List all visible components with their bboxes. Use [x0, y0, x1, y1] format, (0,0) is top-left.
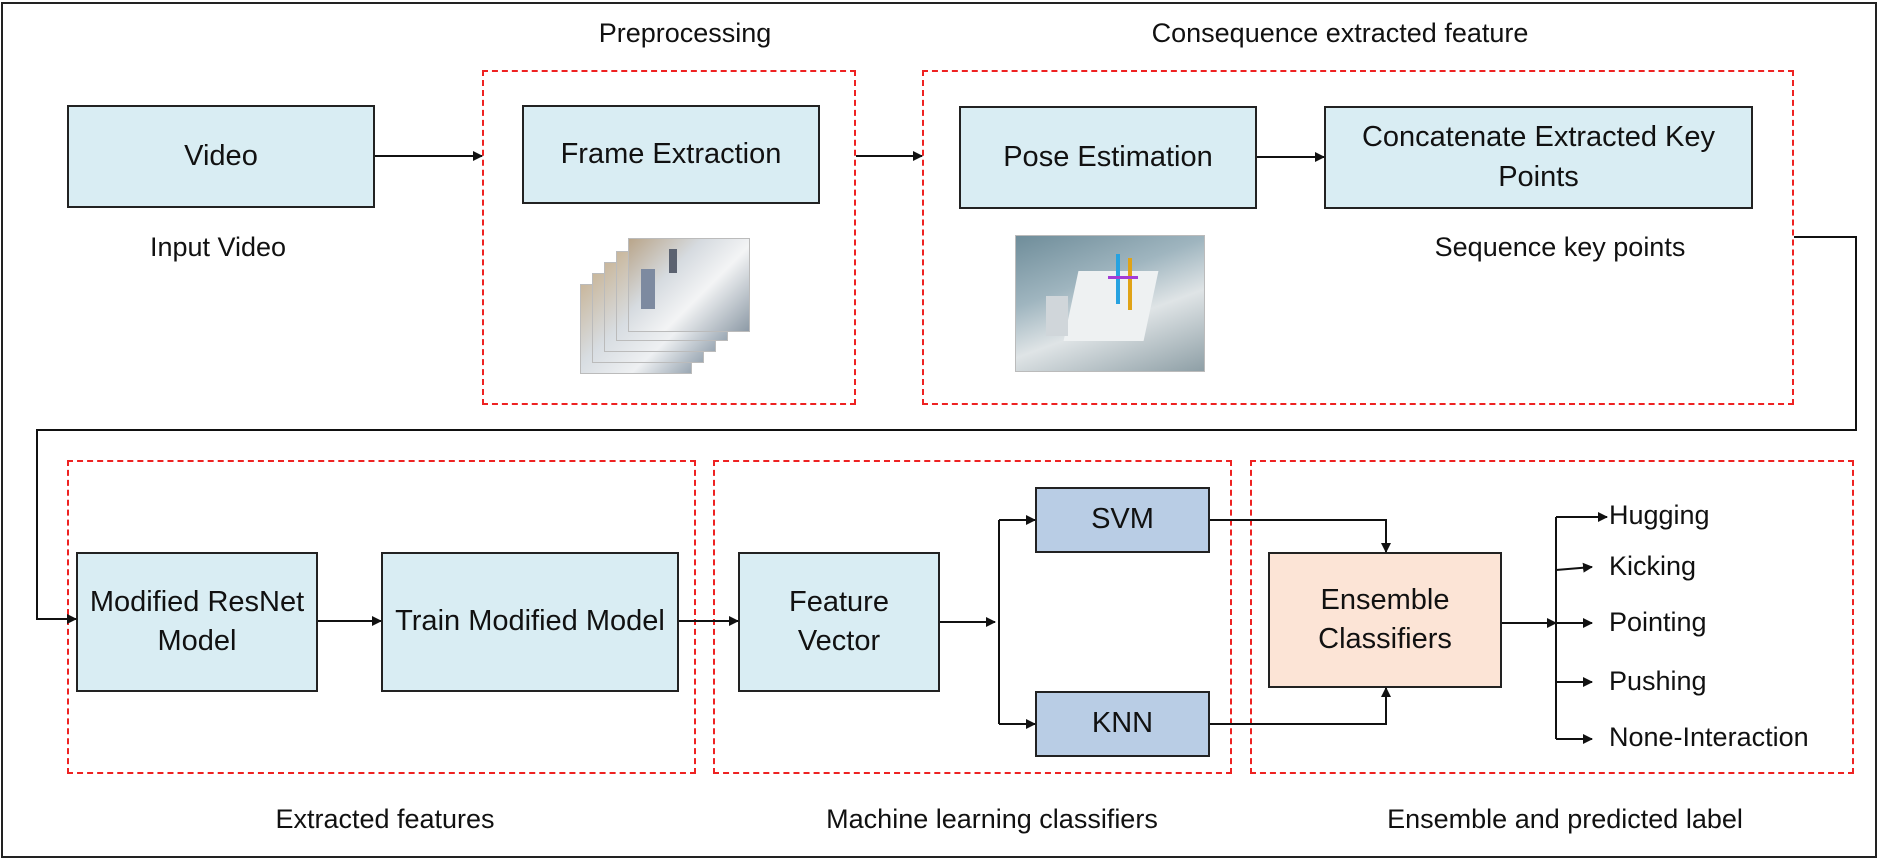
feature-vector-box: Feature Vector — [738, 552, 940, 692]
input-video-caption: Input Video — [149, 232, 287, 262]
video-box: Video — [67, 105, 375, 208]
output-hugging: Hugging — [1609, 500, 1710, 530]
output-none-interaction: None-Interaction — [1609, 722, 1809, 752]
svm-box: SVM — [1035, 487, 1210, 553]
output-pointing: Pointing — [1609, 607, 1707, 637]
ensemble-label-title: Ensemble and predicted label — [1387, 804, 1743, 834]
output-kicking: Kicking — [1609, 551, 1697, 581]
preprocessing-title: Preprocessing — [598, 18, 772, 48]
ensemble-group — [1250, 460, 1854, 774]
sequence-key-points-caption: Sequence key points — [1434, 232, 1686, 262]
ml-classifiers-group — [713, 460, 1232, 774]
train-modified-model-box: Train Modified Model — [381, 552, 679, 692]
pose-estimation-image — [1015, 235, 1205, 372]
output-pushing: Pushing — [1609, 666, 1707, 696]
concatenate-key-points-box: Concatenate Extracted Key Points — [1324, 106, 1753, 209]
consequence-feature-group — [922, 70, 1794, 405]
ml-classifiers-title: Machine learning classifiers — [826, 804, 1158, 834]
frame-stack-image — [580, 238, 752, 376]
knn-box: KNN — [1035, 691, 1210, 757]
frame-extraction-box: Frame Extraction — [522, 105, 820, 204]
ensemble-classifiers-box: Ensemble Classifiers — [1268, 552, 1502, 688]
extracted-features-title: Extracted features — [275, 804, 495, 834]
pose-estimation-box: Pose Estimation — [959, 106, 1257, 209]
modified-resnet-box: Modified ResNet Model — [76, 552, 318, 692]
preprocessing-group — [482, 70, 856, 405]
consequence-feature-title: Consequence extracted feature — [1151, 18, 1529, 48]
